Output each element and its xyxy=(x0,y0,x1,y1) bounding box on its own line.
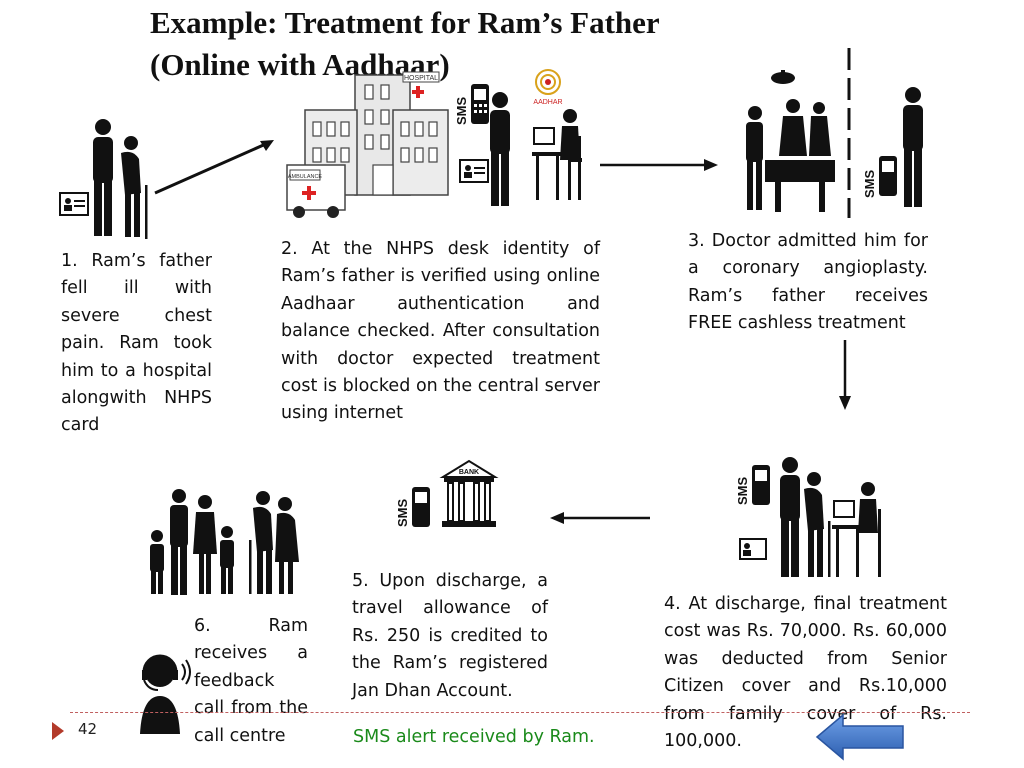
step-3-text: 3. Doctor admitted him for a coronary an… xyxy=(688,231,928,334)
step-5-text: 5. Upon discharge, a travel allowance of… xyxy=(352,571,548,701)
ambulance-icon: AMBULANCE xyxy=(286,164,346,218)
svg-text:SMS: SMS xyxy=(735,477,750,506)
svg-text:BANK: BANK xyxy=(459,469,479,476)
bank-icon: BANK xyxy=(439,459,499,527)
footer-divider xyxy=(70,712,970,713)
id-card-icon xyxy=(59,192,89,216)
svg-text:SMS: SMS xyxy=(454,97,469,126)
divider-line xyxy=(847,48,851,218)
flow-arrow-1 xyxy=(154,140,274,195)
family-icon xyxy=(150,489,299,595)
hospital-sign: HOSPITAL xyxy=(404,75,438,82)
footer-triangle-icon xyxy=(52,722,64,740)
svg-text:AADHAR: AADHAR xyxy=(533,99,562,106)
desk-operator-icon xyxy=(532,109,582,200)
sms-phone-icon-2: SMS xyxy=(862,156,897,198)
page-number: 42 xyxy=(78,720,98,738)
ambulance-label: AMBULANCE xyxy=(288,174,323,180)
slide-title: Example: Treatment for Ram’s Father (Onl… xyxy=(150,2,790,86)
flow-arrow-3 xyxy=(839,340,851,410)
sms-alert-text: SMS alert received by Ram. xyxy=(353,727,595,747)
call-centre-agent-icon xyxy=(140,654,191,734)
step-1-text: 1. Ram’s father fell ill with severe che… xyxy=(61,251,212,436)
svg-text:SMS: SMS xyxy=(862,170,877,199)
sms-bank-icon: SMS BANK xyxy=(395,459,499,528)
ram-and-father-icon xyxy=(59,119,148,239)
flow-arrow-4 xyxy=(550,512,650,524)
svg-text:SMS: SMS xyxy=(395,499,410,528)
operation-theatre-icon xyxy=(746,70,835,212)
ram-standing-icon xyxy=(903,87,923,207)
discharge-desk-icon: SMS xyxy=(735,457,881,577)
step-2-text: 2. At the NHPS desk identity of Ram’s fa… xyxy=(281,239,600,424)
step-4-text: 4. At discharge, final treatment cost wa… xyxy=(664,594,947,752)
person-with-card-icon xyxy=(459,92,510,206)
title-line-1: Example: Treatment for Ram’s Father xyxy=(150,5,660,40)
flow-arrow-2 xyxy=(600,159,718,171)
sms-phone-icon: SMS xyxy=(454,84,489,125)
aadhaar-logo: AADHAR xyxy=(533,69,563,106)
step-6-text: 6. Ram receives a feedback call from the… xyxy=(194,616,308,746)
back-arrow-icon[interactable] xyxy=(815,712,907,762)
hospital-icon: HOSPITAL AMBULANCE xyxy=(286,71,449,218)
